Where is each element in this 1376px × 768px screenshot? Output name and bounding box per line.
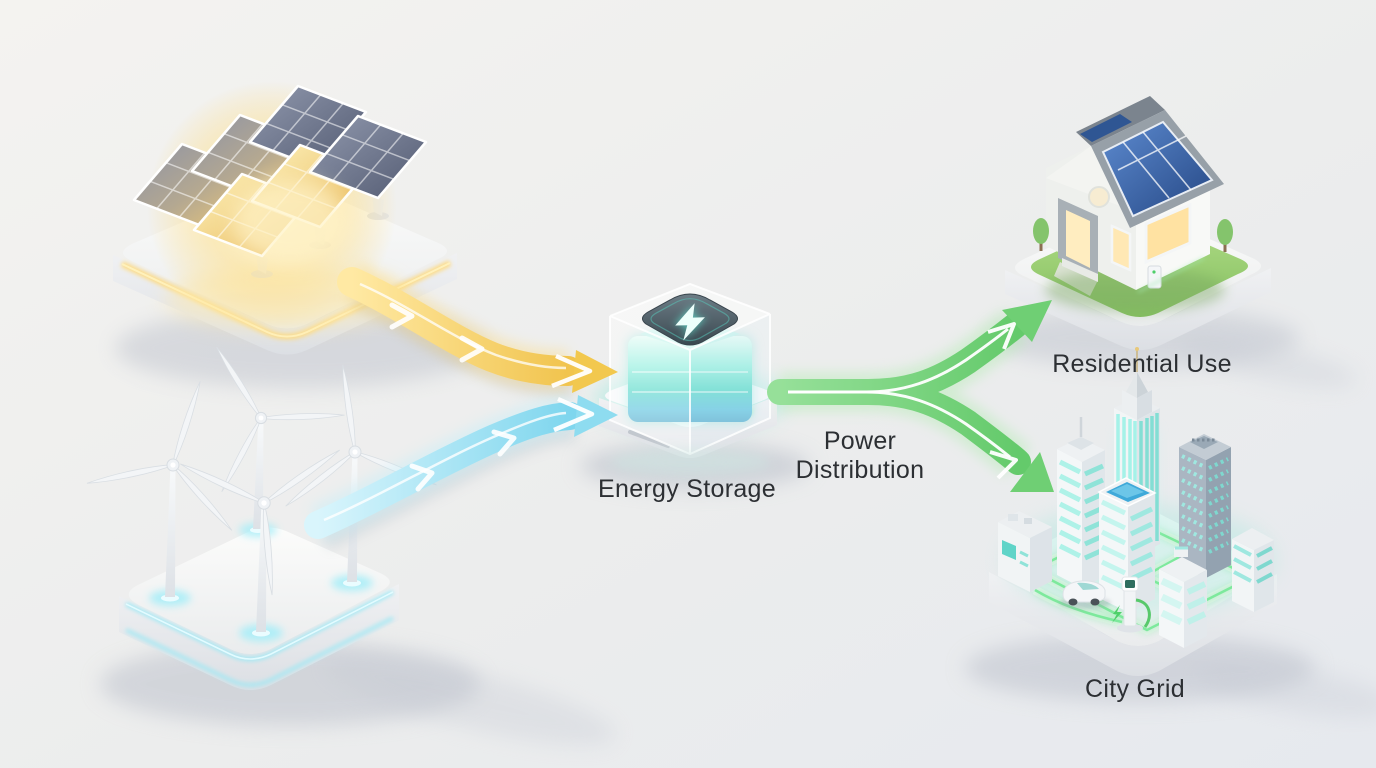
wind-farm-node bbox=[85, 308, 616, 746]
city-building-far-right bbox=[1232, 528, 1274, 612]
ev-charger bbox=[1112, 576, 1151, 633]
lightning-bolt-icon bbox=[675, 303, 705, 341]
residential-use-label: Residential Use bbox=[1052, 350, 1232, 378]
solar-arrowhead bbox=[572, 350, 618, 393]
city-grid-label: City Grid bbox=[1085, 675, 1185, 703]
city-building-industrial bbox=[998, 511, 1052, 592]
wind-platform-side bbox=[119, 584, 399, 690]
round-window bbox=[1088, 186, 1110, 208]
city-platform-side bbox=[989, 572, 1277, 676]
residential-arrowhead bbox=[1002, 300, 1052, 342]
city-building-front-low bbox=[1159, 546, 1207, 648]
distribution-fork-arrow bbox=[767, 300, 1054, 492]
power-distribution-label-line2: Distribution bbox=[796, 456, 925, 484]
solar-to-storage-arrow bbox=[337, 262, 618, 398]
base-vent-slot bbox=[628, 430, 670, 448]
charging-bolt-mark bbox=[1112, 605, 1122, 623]
house-window bbox=[1144, 202, 1192, 265]
residential-node bbox=[990, 96, 1357, 388]
roof-back-solar-sliver bbox=[1080, 114, 1132, 142]
house-platform-side bbox=[1005, 268, 1271, 350]
wind-arrowhead bbox=[574, 395, 618, 437]
city-building-left-tower bbox=[1057, 417, 1105, 588]
city-arrowhead bbox=[1010, 452, 1054, 492]
power-distribution-label-line1: Power bbox=[824, 427, 896, 455]
energy-storage-label: Energy Storage bbox=[598, 475, 776, 503]
front-door bbox=[1066, 210, 1090, 268]
house-window bbox=[1110, 224, 1132, 272]
city-grid-node bbox=[965, 347, 1376, 718]
wind-turbine bbox=[85, 357, 274, 597]
energy-storage-node bbox=[580, 282, 810, 489]
house bbox=[1045, 96, 1225, 312]
tree bbox=[1217, 219, 1233, 252]
house-gable bbox=[1046, 146, 1136, 222]
city-car bbox=[1059, 580, 1111, 609]
storage-base-side bbox=[599, 396, 777, 458]
charger-cable bbox=[1135, 598, 1151, 628]
wind-to-storage-arrow bbox=[304, 395, 618, 550]
door-steps bbox=[1062, 258, 1098, 282]
wind-turbine bbox=[177, 383, 386, 632]
city-building-right-tower bbox=[1179, 434, 1231, 578]
tree bbox=[1033, 218, 1049, 251]
